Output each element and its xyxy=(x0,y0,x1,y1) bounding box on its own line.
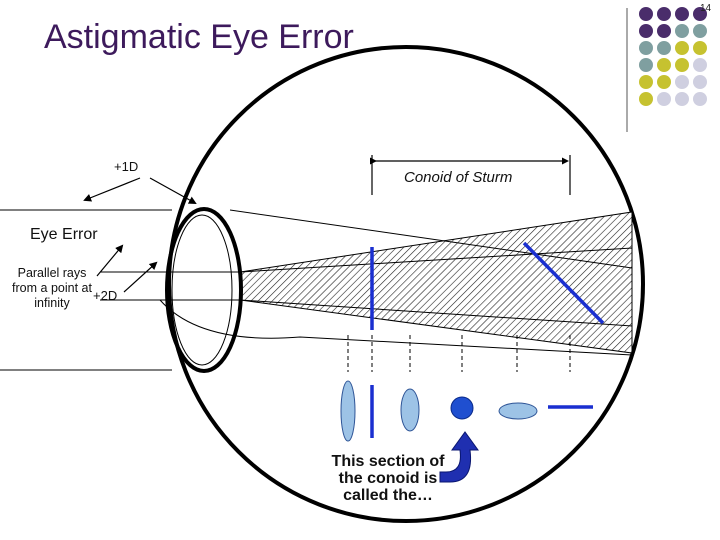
decoration-dot xyxy=(639,41,653,55)
decoration-dot xyxy=(675,75,689,89)
decoration-dot xyxy=(693,24,707,38)
label-conoid-of-sturm: Conoid of Sturm xyxy=(404,169,513,186)
cross-section-vertical-ellipse xyxy=(400,388,420,432)
decoration-dot xyxy=(639,7,653,21)
lens-inner-outline xyxy=(171,214,233,366)
conoid-span-bracket xyxy=(370,155,571,195)
lens-outline xyxy=(165,207,243,373)
label-parallel-rays: Parallel rays from a point at infinity xyxy=(12,266,92,310)
decoration-dot xyxy=(639,92,653,106)
annotation-arrows xyxy=(83,177,197,293)
decoration-dot xyxy=(657,58,671,72)
decoration-dot xyxy=(657,41,671,55)
label-section-question: This section of the conoid is called the… xyxy=(331,453,445,504)
decoration-dot xyxy=(657,24,671,38)
slide-page-number: 14 xyxy=(700,3,712,14)
label-plus-2d: +2D xyxy=(93,288,118,303)
decoration-dot xyxy=(657,7,671,21)
slide-title: Astigmatic Eye Error xyxy=(44,18,354,56)
cross-section-circle-of-least-confusion xyxy=(450,396,474,420)
decoration-dot xyxy=(639,24,653,38)
decoration-dot xyxy=(675,7,689,21)
cross-section-horizontal-ellipse xyxy=(498,402,538,420)
decoration-dot xyxy=(639,75,653,89)
decoration-dot xyxy=(693,7,707,21)
label-plus-1d: +1D xyxy=(114,159,139,174)
decoration-dot xyxy=(657,75,671,89)
focal-line-diagonal xyxy=(522,241,605,325)
section-drop-lines xyxy=(347,335,571,372)
decoration-dot xyxy=(657,92,671,106)
decoration-dot xyxy=(675,58,689,72)
cross-section-tall-ellipse xyxy=(340,380,356,442)
decoration-dot xyxy=(675,41,689,55)
decoration-dot xyxy=(675,92,689,106)
decoration-dot xyxy=(693,58,707,72)
decoration-dot xyxy=(675,24,689,38)
decoration-dot xyxy=(639,58,653,72)
decoration-dot xyxy=(693,92,707,106)
incoming-rays xyxy=(0,209,633,371)
dot-grid-decoration xyxy=(639,7,707,106)
decoration-dot xyxy=(693,41,707,55)
curved-arrow-icon xyxy=(439,431,479,483)
decoration-dot xyxy=(693,75,707,89)
label-eye-error: Eye Error xyxy=(30,226,98,243)
